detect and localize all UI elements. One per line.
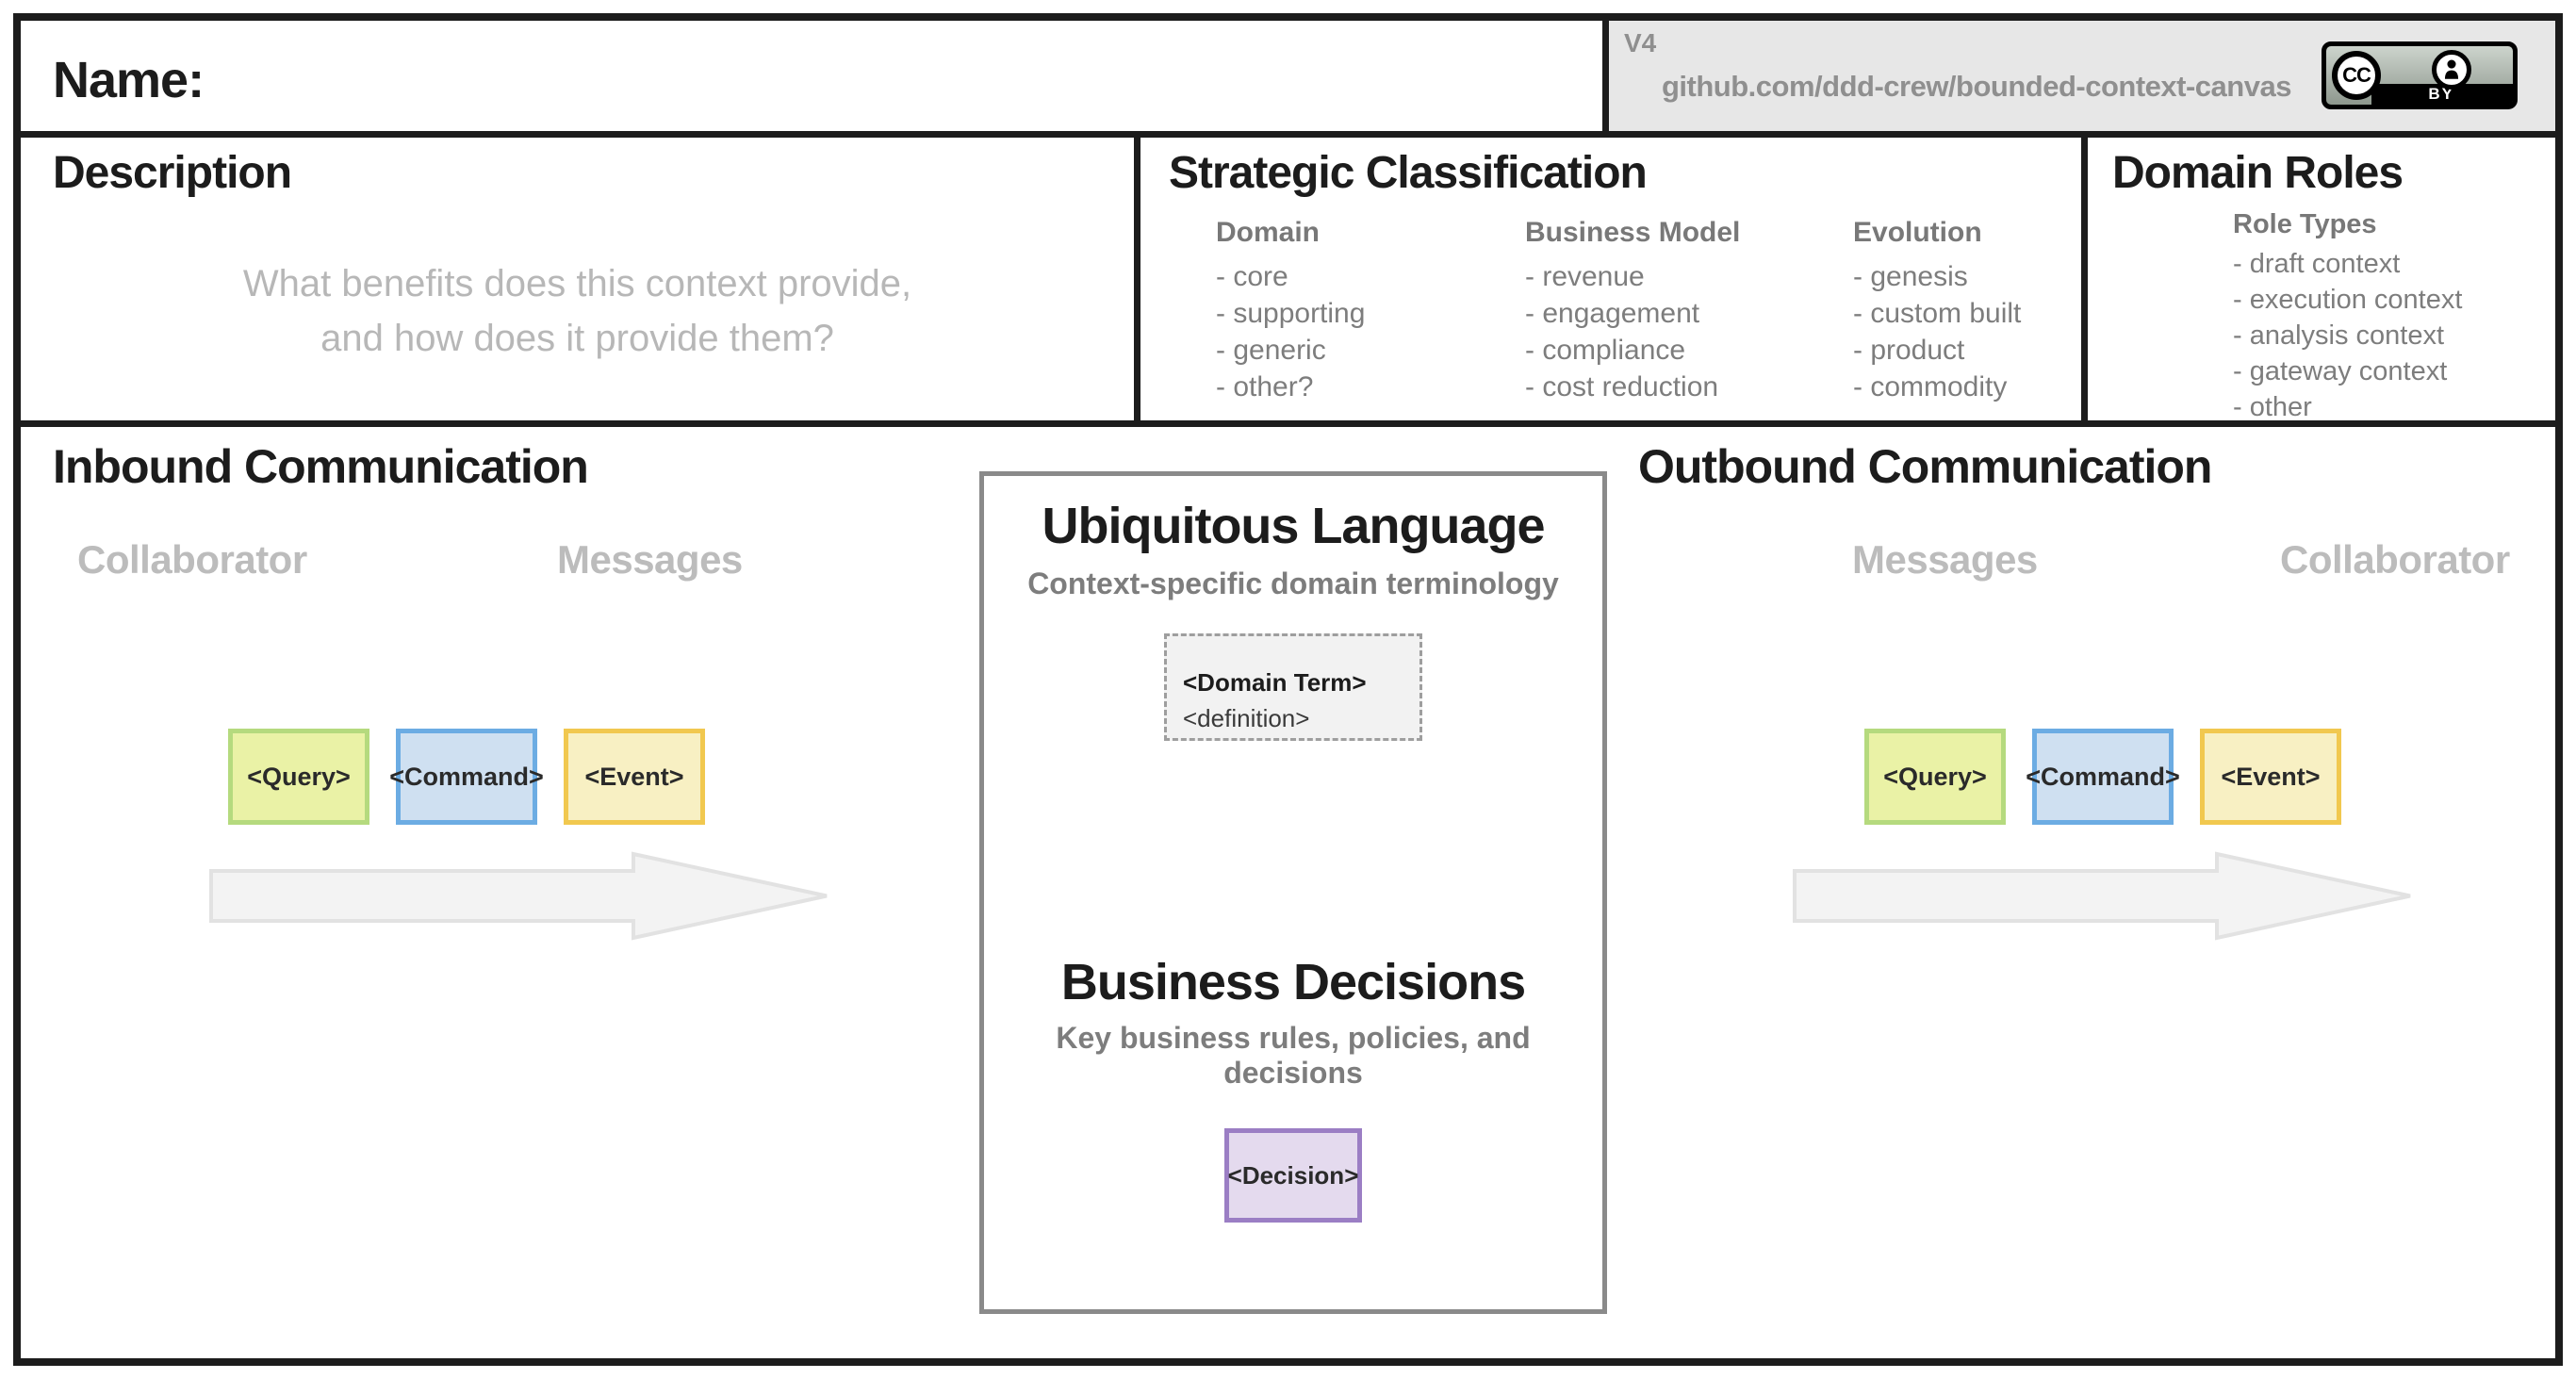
role-type-item: - analysis context [2233, 320, 2445, 351]
inbound-collaborator-label: Collaborator [77, 537, 307, 582]
role-types-block: Role Types - draft context - execution c… [2233, 209, 2462, 425]
strategic-classification-section: Strategic Classification Domain - core -… [1140, 138, 2088, 427]
role-types-header: Role Types [2233, 209, 2377, 239]
column-item: - supporting [1216, 298, 1366, 329]
column-item: - genesis [1853, 261, 1968, 292]
inbound-communication-title: Inbound Communication [53, 440, 589, 493]
inbound-messages-label: Messages [557, 537, 743, 582]
outbound-query-card[interactable]: <Query> [1864, 729, 2006, 825]
domain-term-label: <Domain Term> [1183, 668, 1367, 697]
column-item: - core [1216, 261, 1288, 292]
domain-roles-section: Domain Roles Role Types - draft context … [2088, 138, 2555, 427]
version-label: V4 [1624, 28, 1657, 57]
repo-link[interactable]: github.com/ddd-crew/bounded-context-canv… [1662, 70, 2291, 103]
name-row: Name: V4 github.com/ddd-crew/bounded-con… [21, 21, 2555, 138]
column-header: Domain [1216, 217, 1321, 248]
description-placeholder: What benefits does this context provide,… [21, 256, 1134, 366]
column-item: - commodity [1853, 371, 2008, 402]
strategic-classification-title: Strategic Classification [1169, 148, 1648, 198]
version-box: V4 github.com/ddd-crew/bounded-context-c… [1602, 21, 2555, 131]
domain-term-card[interactable]: <Domain Term> <definition> [1164, 633, 1422, 741]
decision-card[interactable]: <Decision> [1224, 1128, 1362, 1223]
role-type-item: - other [2233, 392, 2312, 422]
column-item: - product [1853, 335, 1965, 366]
column-item: - cost reduction [1525, 371, 1719, 402]
column-header: Business Model [1525, 217, 1741, 248]
role-type-item: - draft context [2233, 249, 2401, 279]
cc-logo-icon: CC [2332, 51, 2381, 100]
column-item: - revenue [1525, 261, 1645, 292]
outbound-event-card[interactable]: <Event> [2200, 729, 2341, 825]
attribution-person-icon [2432, 50, 2471, 90]
description-placeholder-line1: What benefits does this context provide, [242, 263, 912, 304]
outbound-command-card[interactable]: <Command> [2026, 729, 2180, 825]
role-type-item: - gateway context [2233, 356, 2448, 386]
inbound-query-card[interactable]: <Query> [228, 729, 369, 825]
outbound-collaborator-label: Collaborator [2280, 537, 2510, 582]
description-title: Description [53, 148, 292, 198]
center-panel: Ubiquitous Language Context-specific dom… [979, 471, 1607, 1314]
description-section: Description What benefits does this cont… [21, 138, 1140, 427]
strategic-column-business-model: Business Model - revenue - engagement - … [1525, 217, 1740, 405]
ubiquitous-language-subtitle: Context-specific domain terminology [1027, 566, 1559, 600]
column-item: - engagement [1525, 298, 1700, 329]
outbound-arrow-icon [1793, 851, 2411, 941]
role-type-item: - execution context [2233, 285, 2463, 315]
cc-by-label: BY [2428, 85, 2454, 103]
column-header: Evolution [1853, 217, 1982, 248]
inbound-arrow-icon [209, 851, 828, 941]
ubiquitous-language-title: Ubiquitous Language [1042, 498, 1546, 554]
description-placeholder-line2: and how does it provide them? [320, 318, 834, 359]
strategic-column-domain: Domain - core - supporting - generic - o… [1216, 217, 1365, 405]
bounded-context-canvas: Name: V4 github.com/ddd-crew/bounded-con… [13, 13, 2563, 1366]
column-item: - generic [1216, 335, 1326, 366]
cc-badge-bar [2371, 84, 2513, 105]
column-item: - custom built [1853, 298, 2022, 329]
definition-label: <definition> [1183, 704, 1310, 732]
inbound-event-card[interactable]: <Event> [564, 729, 705, 825]
outbound-communication-title: Outbound Communication [1638, 440, 2212, 493]
cc-license-badge[interactable]: BY CC [2322, 41, 2518, 109]
inbound-command-card[interactable]: <Command> [389, 729, 544, 825]
strategic-column-evolution: Evolution - genesis - custom built - pro… [1853, 217, 2021, 405]
business-decisions-title: Business Decisions [1060, 954, 1526, 1010]
column-item: - other? [1216, 371, 1314, 402]
domain-roles-title: Domain Roles [2112, 148, 2404, 198]
name-field-label: Name: [53, 52, 205, 108]
outbound-messages-label: Messages [1852, 537, 2038, 582]
column-item: - compliance [1525, 335, 1686, 366]
business-decisions-subtitle: Key business rules, policies, and decisi… [1056, 1021, 1531, 1090]
